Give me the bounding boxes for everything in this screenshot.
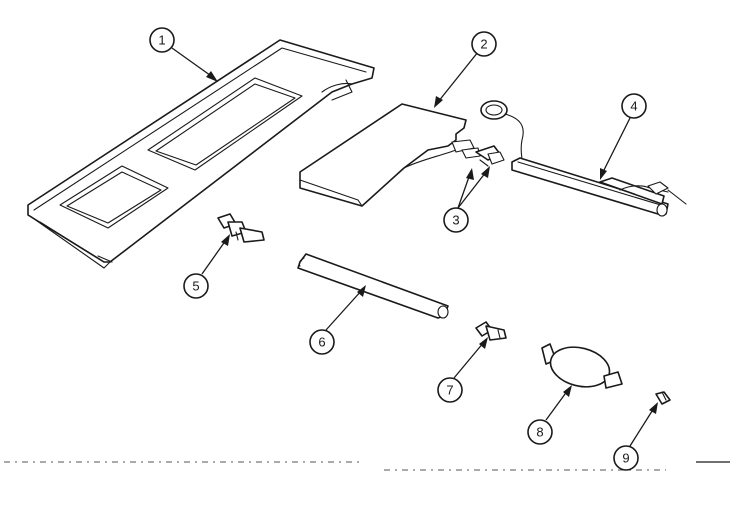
callout-label-6: 6: [318, 335, 325, 350]
callout-label-1: 1: [158, 33, 165, 48]
part-3-connector: [475, 145, 505, 167]
callout-label-3: 3: [452, 213, 459, 228]
part-5-fitting: [217, 213, 265, 243]
callout-label-4: 4: [630, 99, 637, 114]
part-7-fitting: [475, 321, 507, 341]
callout-part-4: 4: [621, 93, 647, 119]
bottom-baseline: [4, 461, 730, 471]
callout-part-1: 1: [149, 27, 175, 53]
callout-part-7: 7: [437, 377, 463, 403]
callout-label-8: 8: [536, 425, 543, 440]
callout-part-2: 2: [471, 31, 497, 57]
callout-part-8: 8: [527, 419, 553, 445]
callout-part-6: 6: [309, 329, 335, 355]
leader-lines: [171, 47, 658, 447]
callout-label-7: 7: [446, 383, 453, 398]
part-9-cap: [655, 391, 671, 405]
callout-part-9: 9: [613, 445, 639, 471]
part-2-bladder: [299, 103, 481, 207]
part-6-rod: [297, 253, 449, 319]
part-4-sensor-assembly: [480, 100, 687, 217]
part-8-bulb: [541, 343, 623, 389]
part-1-cuff: [27, 39, 375, 269]
callout-label-2: 2: [480, 37, 487, 52]
callout-label-9: 9: [622, 451, 629, 466]
callout-label-5: 5: [192, 279, 199, 294]
callout-part-3: 3: [443, 207, 469, 233]
callout-part-5: 5: [183, 273, 209, 299]
